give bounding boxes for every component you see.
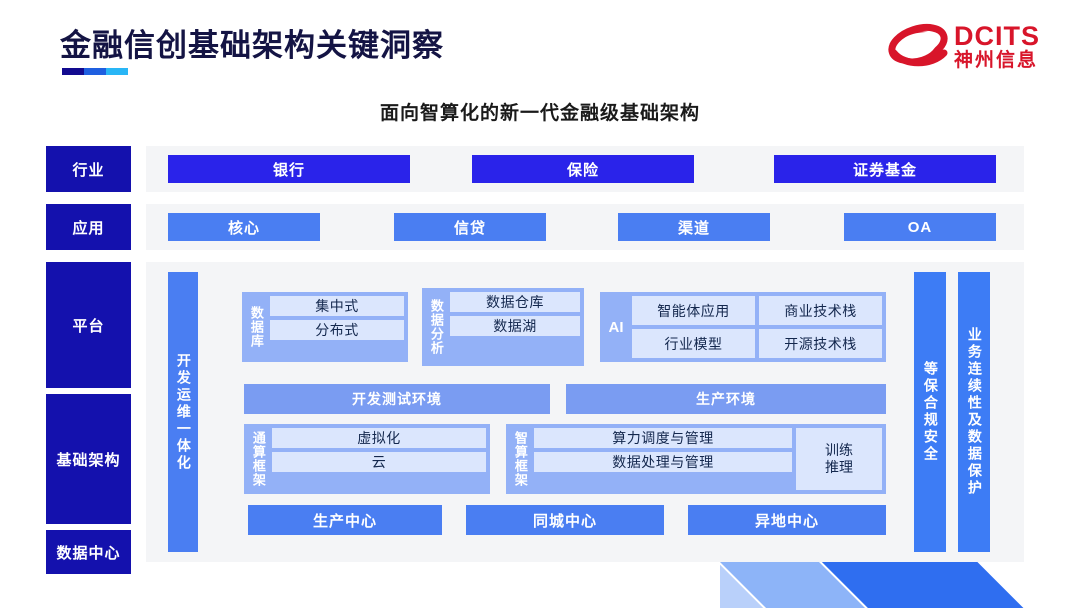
pill-label: 同城中心 bbox=[532, 512, 597, 530]
module-database[interactable]: 数据库 集中式 分布式 bbox=[242, 292, 408, 362]
industry-band: 银行 保险 证券基金 bbox=[146, 146, 1024, 192]
module-label: AI bbox=[608, 318, 624, 336]
logo-wordmark: DCITS 神州信息 bbox=[954, 22, 1040, 73]
cell-industry-model[interactable]: 行业模型 bbox=[632, 329, 755, 358]
industry-item-securities[interactable]: 证券基金 bbox=[774, 155, 996, 183]
devops-label: 开发运维一体化 bbox=[175, 352, 192, 472]
cell-cloud[interactable]: 云 bbox=[272, 452, 486, 472]
pill-label: OA bbox=[907, 218, 933, 236]
cell-data-processing[interactable]: 数据处理与管理 bbox=[534, 452, 792, 472]
side-bar-compliance-security[interactable]: 等保合规安全 bbox=[914, 272, 946, 552]
pill-label: 渠道 bbox=[677, 219, 710, 237]
cell-centralized[interactable]: 集中式 bbox=[270, 296, 404, 316]
cell-commercial-stack[interactable]: 商业技术栈 bbox=[759, 296, 882, 325]
datacenter-remote[interactable]: 异地中心 bbox=[688, 505, 886, 535]
module-label: 数据库 bbox=[248, 306, 264, 348]
industry-item-bank[interactable]: 银行 bbox=[168, 155, 410, 183]
rail-label: 基础架构 bbox=[56, 451, 121, 469]
env-dev-test[interactable]: 开发测试环境 bbox=[244, 384, 550, 414]
module-label: 通算框架 bbox=[250, 431, 266, 487]
rail-label: 数据中心 bbox=[56, 544, 121, 562]
module-ai[interactable]: AI 智能体应用 商业技术栈 行业模型 开源技术栈 bbox=[600, 292, 886, 362]
cell-data-lake[interactable]: 数据湖 bbox=[450, 316, 580, 336]
cell-opensource-stack[interactable]: 开源技术栈 bbox=[759, 329, 882, 358]
dcits-swirl-icon bbox=[888, 23, 948, 67]
module-label: 智算框架 bbox=[512, 431, 528, 487]
rail-infrastructure[interactable]: 基础架构 bbox=[46, 394, 131, 524]
module-label: 数据分析 bbox=[428, 299, 444, 355]
page-title: 金融信创基础架构关键洞察 bbox=[60, 28, 444, 63]
rail-label: 平台 bbox=[72, 317, 105, 335]
cell-virtualization[interactable]: 虚拟化 bbox=[272, 428, 486, 448]
rail-label: 应用 bbox=[72, 219, 105, 237]
pill-label: 生产中心 bbox=[312, 512, 377, 530]
side-bar-label: 等保合规安全 bbox=[922, 361, 939, 463]
side-bar-continuity-dataprotection[interactable]: 业务连续性及数据保护 bbox=[958, 272, 990, 552]
module-general-compute-framework[interactable]: 通算框架 虚拟化 云 bbox=[244, 424, 490, 494]
cell-training-inference[interactable]: 训练 推理 bbox=[796, 428, 882, 490]
title-accent-rule bbox=[62, 68, 128, 75]
application-item-credit[interactable]: 信贷 bbox=[394, 213, 546, 241]
application-item-core[interactable]: 核心 bbox=[168, 213, 320, 241]
env-production[interactable]: 生产环境 bbox=[566, 384, 886, 414]
datacenter-production[interactable]: 生产中心 bbox=[248, 505, 442, 535]
rail-platform[interactable]: 平台 bbox=[46, 262, 131, 388]
training-inference-label: 训练 推理 bbox=[825, 441, 853, 476]
pill-label: 证券基金 bbox=[852, 161, 917, 179]
module-intelligent-compute-framework[interactable]: 智算框架 算力调度与管理 数据处理与管理 训练 推理 bbox=[506, 424, 886, 494]
module-data-analytics[interactable]: 数据分析 数据仓库 数据湖 bbox=[422, 288, 584, 366]
rail-label: 行业 bbox=[72, 161, 105, 179]
side-bar-label: 业务连续性及数据保护 bbox=[966, 327, 983, 497]
industry-item-insurance[interactable]: 保险 bbox=[472, 155, 694, 183]
pill-label: 保险 bbox=[566, 161, 599, 179]
brand-logo: DCITS 神州信息 bbox=[888, 20, 1048, 78]
rail-application[interactable]: 应用 bbox=[46, 204, 131, 250]
application-item-channel[interactable]: 渠道 bbox=[618, 213, 770, 241]
cell-distributed[interactable]: 分布式 bbox=[270, 320, 404, 340]
pill-label: 生产环境 bbox=[696, 391, 756, 407]
pill-label: 异地中心 bbox=[754, 512, 819, 530]
logo-cn-text: 神州信息 bbox=[954, 50, 1039, 72]
logo-en-text: DCITS bbox=[954, 21, 1040, 51]
datacenter-metro[interactable]: 同城中心 bbox=[466, 505, 664, 535]
rail-industry[interactable]: 行业 bbox=[46, 146, 131, 192]
cell-compute-scheduling[interactable]: 算力调度与管理 bbox=[534, 428, 792, 448]
pill-label: 开发测试环境 bbox=[352, 391, 442, 407]
pill-label: 信贷 bbox=[453, 219, 486, 237]
devops-vertical-bar[interactable]: 开发运维一体化 bbox=[168, 272, 198, 552]
application-band: 核心 信贷 渠道 OA bbox=[146, 204, 1024, 250]
diagram-subtitle: 面向智算化的新一代金融级基础架构 bbox=[379, 103, 700, 124]
application-item-oa[interactable]: OA bbox=[844, 213, 996, 241]
pill-label: 银行 bbox=[272, 161, 305, 179]
rail-datacenter[interactable]: 数据中心 bbox=[46, 530, 131, 574]
cell-data-warehouse[interactable]: 数据仓库 bbox=[450, 292, 580, 312]
cell-agent-application[interactable]: 智能体应用 bbox=[632, 296, 755, 325]
pill-label: 核心 bbox=[227, 219, 260, 237]
